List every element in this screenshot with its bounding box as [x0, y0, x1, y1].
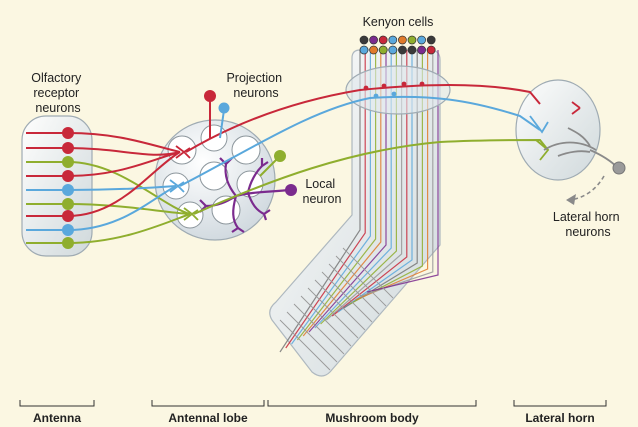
kenyon-cell-body — [408, 36, 416, 44]
receptor-cell-body — [62, 184, 74, 196]
label-local-neuron: Local neuron — [303, 177, 342, 206]
local-neuron-cell-body — [285, 184, 297, 196]
label-kenyon-cells: Kenyon cells — [363, 15, 434, 29]
kenyon-cell-body — [418, 46, 426, 54]
lateral-horn-neuron-cell-body — [613, 162, 625, 174]
kenyon-cell-body — [379, 36, 387, 44]
label-projection-neurons: Projection neurons — [226, 71, 285, 100]
antennal-lobe — [155, 120, 275, 240]
kenyon-cell-body — [408, 46, 416, 54]
receptor-cell-body — [62, 170, 74, 182]
receptor-cell-body — [62, 198, 74, 210]
kenyon-cell-body — [427, 46, 435, 54]
section-label-mushroom-body: Mushroom body — [325, 411, 419, 425]
receptor-cell-bodies — [62, 127, 74, 249]
section-label-lateral-horn: Lateral horn — [525, 411, 594, 425]
kenyon-cell-body — [370, 36, 378, 44]
lateral-horn-organ — [516, 80, 600, 180]
projection-cell-body-red — [204, 90, 216, 102]
kenyon-cell-body — [360, 36, 368, 44]
receptor-cell-body — [62, 127, 74, 139]
kenyon-cell-body — [379, 46, 387, 54]
receptor-cell-body — [62, 142, 74, 154]
synapse-dot — [374, 94, 379, 99]
antenna-organ — [22, 116, 92, 256]
synapse-dot — [392, 92, 397, 97]
receptor-cell-body — [62, 156, 74, 168]
section-label-antennal-lobe: Antennal lobe — [168, 411, 248, 425]
kenyon-cell-body — [427, 36, 435, 44]
projection-cell-body-blue — [219, 103, 230, 114]
glomerulus — [200, 162, 228, 190]
kenyon-cell-body — [418, 36, 426, 44]
receptor-cell-body — [62, 224, 74, 236]
synapse-dot — [420, 82, 425, 87]
label-olfactory-receptor-neurons: Olfactory receptor neurons — [31, 71, 85, 115]
kenyon-cell-body — [389, 46, 397, 54]
kenyon-cell-body — [398, 46, 406, 54]
receptor-cell-body — [62, 237, 74, 249]
synapse-dot — [402, 82, 407, 87]
receptor-cell-body — [62, 210, 74, 222]
kenyon-cell-body — [389, 36, 397, 44]
projection-cell-body-green — [274, 150, 286, 162]
kenyon-cell-body — [398, 36, 406, 44]
kenyon-cell-body — [360, 46, 368, 54]
glomerulus — [201, 125, 227, 151]
synapse-dot — [364, 86, 369, 91]
section-label-antenna: Antenna — [33, 411, 81, 425]
kenyon-cell-body — [370, 46, 378, 54]
synapse-dot — [382, 84, 387, 89]
